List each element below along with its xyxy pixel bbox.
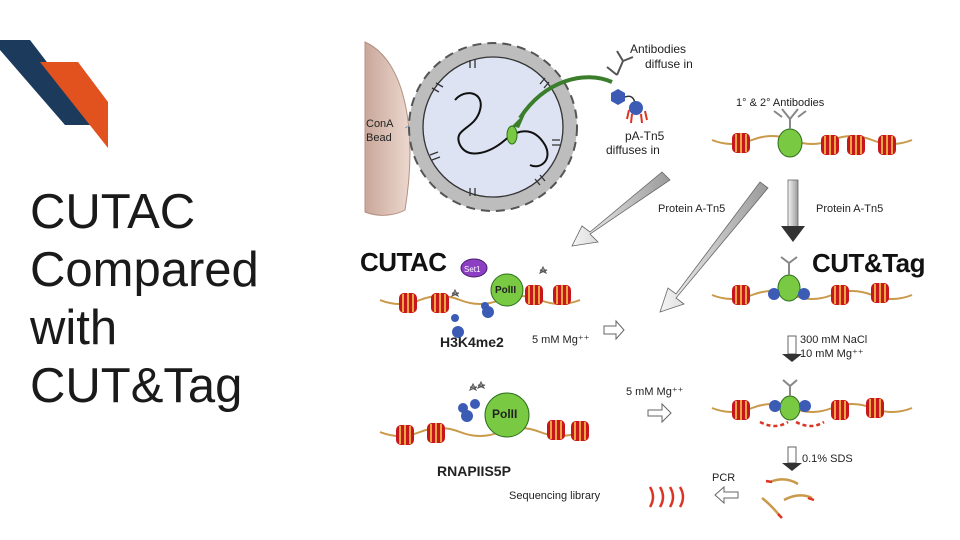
mg-10mm-label: 10 mM Mg⁺⁺: [800, 348, 864, 360]
cut-tag-initial-chromatin: [711, 108, 913, 158]
arrow-down-nacl: [782, 335, 802, 362]
antibodies-label-1: Antibodies: [630, 42, 687, 56]
pol2-label-upper: PolII: [495, 285, 517, 296]
arrow-down-sds: [782, 446, 802, 471]
dna-fragments: [761, 478, 815, 519]
antibodies-label-2: diffuse in: [645, 57, 693, 71]
mg-lower-label: 5 mM Mg⁺⁺: [626, 386, 684, 398]
sequencing-library-icon: [648, 486, 685, 508]
arrow-left-pcr: [714, 485, 739, 505]
arrow-right-upper: [603, 319, 625, 341]
cut-tag-washed-chromatin: [711, 379, 913, 428]
cut-and-tag-heading: CUT&Tag: [812, 248, 926, 278]
entry-arrow: [518, 75, 613, 120]
title-line-2: Compared: [30, 243, 259, 297]
title-line-3: with: [30, 301, 118, 355]
protein-a-tn5-right-label: Protein A-Tn5: [816, 203, 884, 215]
protein-a-tn5-left-label: Protein A-Tn5: [658, 203, 726, 215]
rnapii-chromatin: [379, 380, 590, 446]
arrow-right-lower: [647, 402, 672, 424]
pol2-label-lower: PolII: [492, 407, 518, 421]
cona-label-2: Bead: [366, 132, 392, 144]
chromatin-strand: [454, 92, 549, 168]
cutac-heading: CUTAC: [360, 247, 447, 277]
sds-label: 0.1% SDS: [802, 453, 853, 465]
mg-upper-label: 5 mM Mg⁺⁺: [532, 334, 590, 346]
sequencing-library-label: Sequencing library: [509, 490, 601, 502]
title-line-1: CUTAC: [30, 185, 196, 239]
arrow-mid-diagonal: [659, 181, 769, 313]
cutac-chromatin: [379, 258, 581, 338]
title-line-4: CUT&Tag: [30, 359, 243, 413]
patn5-label-1: pA-Tn5: [625, 129, 665, 143]
rnapiis5p-label: RNAPIIS5P: [437, 463, 511, 479]
nuclear-pores: [429, 60, 560, 196]
antibody-icon: [606, 50, 634, 76]
arrow-right-down: [781, 179, 805, 242]
pcr-label: PCR: [712, 472, 736, 484]
cona-bead-shape: [364, 41, 411, 216]
pa-tn5-icon: [611, 89, 648, 124]
cona-label-1: ConA: [366, 118, 394, 130]
slide-title: CUTAC Compared with CUT&Tag: [30, 183, 330, 415]
arrow-left-diagonal: [571, 171, 671, 247]
cut-tag-bound-chromatin: [711, 256, 913, 306]
antibodies-primary-secondary-label: 1° & 2° Antibodies: [736, 97, 825, 109]
nacl-label: 300 mM NaCl: [800, 334, 868, 346]
h3k4me2-label: H3K4me2: [440, 334, 504, 350]
nucleus: [422, 56, 564, 198]
set1-label: Set1: [464, 265, 481, 274]
corner-logo: [0, 40, 108, 148]
patn5-label-2: diffuses in: [606, 143, 660, 157]
